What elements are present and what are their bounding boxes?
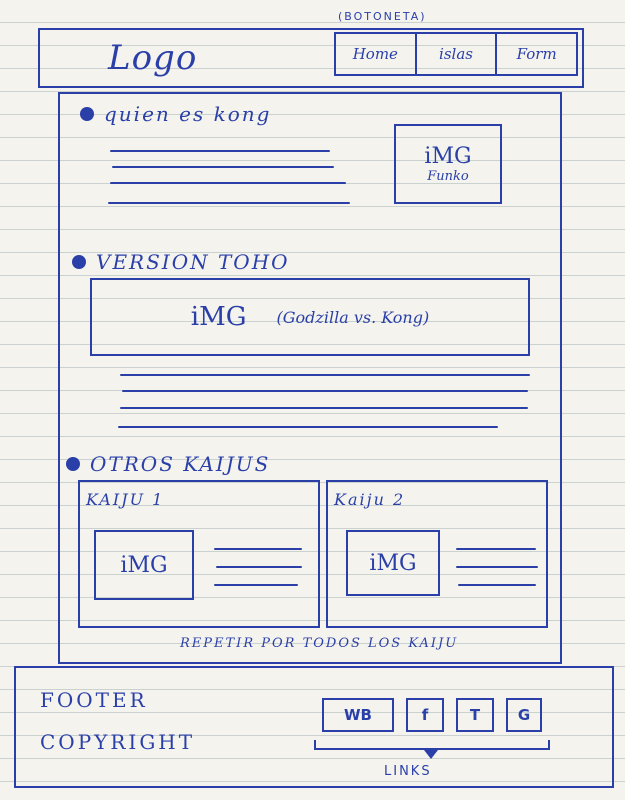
funko-image-placeholder: iMG Funko [394, 124, 502, 204]
footer [14, 666, 614, 788]
section-title-quien-es-kong: quien es kong [80, 102, 271, 126]
text-line [120, 407, 528, 409]
section-title-version-toho: VERSION TOHO [72, 250, 290, 274]
text-line [112, 166, 334, 168]
text-line [214, 584, 298, 586]
image-sublabel: Funko [427, 169, 469, 184]
links-caption: LINKS [384, 764, 432, 779]
text-line [122, 390, 528, 392]
text-line [120, 374, 530, 376]
bullet-icon [66, 457, 80, 471]
kaiju-card-title: Kaiju 2 [334, 490, 406, 509]
section-title-otros-kaijus: OTROS KAIJUS [66, 452, 270, 476]
text-line [108, 202, 350, 204]
google-link-button[interactable]: G [506, 698, 542, 732]
image-sublabel: (Godzilla vs. Kong) [276, 307, 430, 327]
bullet-icon [72, 255, 86, 269]
text-line [456, 548, 536, 550]
twitter-link-button[interactable]: T [456, 698, 494, 732]
wb-link-button[interactable]: WB [322, 698, 394, 732]
text-line [458, 584, 536, 586]
image-label: iMG [369, 550, 417, 576]
section-title-text: quien es kong [104, 102, 272, 126]
image-label: iMG [120, 552, 168, 578]
text-line [110, 182, 346, 184]
nav-islas-button[interactable]: islas [417, 34, 498, 74]
kaiju-card-1[interactable] [78, 480, 320, 628]
section-title-text: OTROS KAIJUS [90, 452, 271, 476]
nav-form-button[interactable]: Form [516, 45, 557, 63]
text-line [118, 426, 498, 428]
kaiju-card-2[interactable] [326, 480, 548, 628]
section-title-text: VERSION TOHO [96, 250, 290, 274]
main-content [58, 92, 562, 664]
text-line [456, 566, 538, 568]
nav-home-button[interactable]: Home [336, 34, 417, 74]
godzilla-vs-kong-image-placeholder: iMG (Godzilla vs. Kong) [90, 278, 530, 356]
text-line [110, 150, 330, 152]
logo[interactable]: Logo [108, 38, 198, 78]
repeat-note: REPETIR POR TODOS LOS KAIJU [180, 636, 459, 651]
kaiju-2-image-placeholder: iMG [346, 530, 440, 596]
links-bracket [314, 740, 550, 750]
bullet-icon [80, 107, 94, 121]
nav-bar: Home islas Form [334, 32, 578, 76]
text-line [214, 548, 302, 550]
footer-label: FOOTER [40, 688, 148, 712]
kaiju-card-title: KAIJU 1 [86, 490, 165, 509]
copyright-text: COPYRIGHT [40, 730, 196, 754]
nav-caption: (BOTONETA) [338, 10, 427, 23]
facebook-link-button[interactable]: f [406, 698, 444, 732]
header [38, 28, 584, 88]
kaiju-1-image-placeholder: iMG [94, 530, 194, 600]
image-label: iMG [424, 144, 472, 169]
links-pointer-icon [424, 750, 438, 759]
image-label: iMG [190, 302, 247, 332]
text-line [216, 566, 302, 568]
